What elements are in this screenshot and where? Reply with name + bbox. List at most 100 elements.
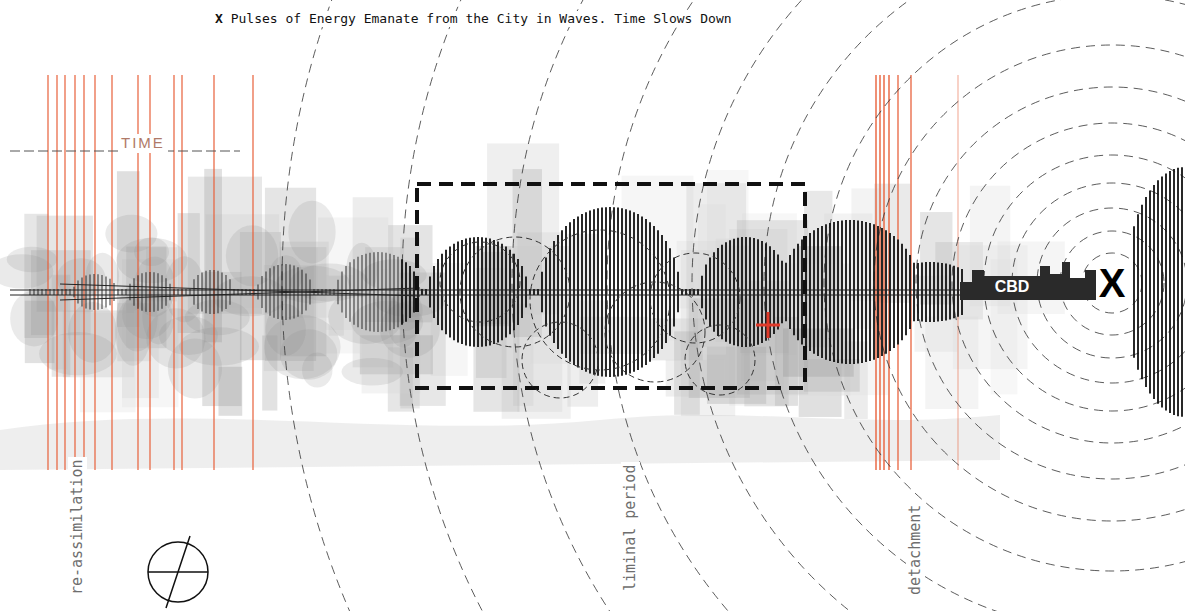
pulse-stripe (89, 274, 90, 309)
pulse-stripe (905, 249, 907, 335)
pulse-stripe (377, 252, 378, 332)
pulse-stripe (157, 273, 158, 310)
pulse-stripe (221, 272, 222, 311)
pulse-stripe (881, 228, 883, 356)
pulse-stripe (141, 273, 142, 310)
pulse-stripe (77, 281, 78, 304)
pulse-stripe (801, 240, 803, 345)
time-line (64, 75, 65, 470)
pulse-stripe (941, 263, 943, 321)
pulse-stripe (597, 208, 599, 375)
pulse-stripe (825, 224, 827, 359)
illustration-details (10, 151, 1096, 608)
pulse-stripe (513, 254, 515, 330)
pulse-stripe (897, 240, 899, 345)
pulse-stripe (921, 262, 923, 321)
pulse-stripe (525, 277, 527, 308)
pulse-stripe (677, 272, 679, 312)
tree-photo (288, 201, 335, 264)
pulse-stripe (213, 270, 214, 314)
cbd-skyline (960, 262, 1096, 300)
pulse-stripe (901, 244, 903, 340)
energy-wave (874, 45, 1185, 521)
dashed-circle (440, 242, 520, 322)
tree-photo (10, 291, 58, 347)
pulse-stripe (149, 272, 150, 312)
pulse-stripe (1133, 226, 1135, 358)
pulse-stripe (709, 257, 711, 326)
pulse-stripe (1173, 169, 1175, 415)
energy-wave (916, 87, 1185, 479)
pulse-stripe (437, 259, 439, 325)
pulse-stripe (753, 238, 755, 346)
pulse-stripe (721, 245, 723, 340)
pulse-stripe (257, 285, 258, 300)
pulse-stripe (701, 276, 703, 308)
time-line (888, 75, 889, 470)
time-lines (48, 75, 958, 470)
pulse-stripe (813, 230, 815, 353)
pulse-stripe (93, 274, 94, 310)
pulse-stripe (653, 226, 655, 358)
pulse-stripe (225, 275, 226, 309)
pulse-stripe (865, 222, 867, 362)
pulse-stripe (861, 221, 863, 363)
pulse-stripe (81, 277, 82, 306)
pulse-stripe (917, 263, 919, 321)
pulse-stripe (1169, 171, 1171, 413)
pulse-stripe (1177, 168, 1179, 416)
time-line (94, 75, 95, 470)
pulse-stripe (193, 279, 194, 304)
pulse-stripe (73, 287, 74, 298)
pulse-stripe (357, 257, 358, 327)
pulse-stripe (433, 266, 435, 318)
energy-waves (282, 0, 1185, 611)
pulse-stripe (761, 241, 763, 343)
dashed-circle (530, 230, 670, 370)
axis-line (10, 295, 980, 296)
pulse-stripe (705, 265, 707, 320)
pulse-stripe (593, 209, 595, 374)
pulse-stripe (953, 266, 955, 319)
pulse-stripe (733, 239, 735, 346)
pulse-stripe (413, 271, 415, 312)
pulse-stripe (373, 252, 374, 332)
pulse-stripe (397, 257, 398, 327)
pulse-stripe (273, 266, 274, 317)
time-line (111, 75, 112, 470)
pulse-stripe (1157, 180, 1159, 403)
pulse-stripe (553, 241, 555, 343)
pulse-stripe (585, 212, 587, 372)
pulse-stripe (877, 226, 879, 358)
pulse-stripe (637, 214, 639, 370)
pulse-stripe (909, 255, 911, 329)
tree-photo (264, 315, 341, 379)
pulse-stripe (169, 284, 170, 301)
pulse-stripe (369, 253, 370, 332)
pulse-stripe (933, 262, 935, 322)
time-line (883, 75, 884, 470)
pulse-stripe (741, 237, 743, 347)
pulse-stripe (1153, 185, 1155, 399)
time-line (957, 75, 958, 470)
pulse-stripe (565, 226, 567, 358)
time-line (83, 75, 84, 470)
pulse-stripe (749, 237, 751, 346)
pulse-stripe (217, 271, 218, 313)
pulse-stripe (549, 248, 551, 336)
pulse-stripe (401, 259, 403, 325)
pulse-stripe (785, 263, 787, 321)
pulse-stripe (777, 255, 779, 330)
building-photo (804, 359, 860, 392)
pulse-stripe (781, 261, 783, 324)
pulse-stripe (849, 220, 851, 364)
pulse-stripe (649, 222, 651, 362)
pulse-stripe (109, 279, 110, 305)
dashed-circle (605, 282, 705, 382)
tree-photo (39, 332, 117, 375)
dashed-circle (685, 325, 755, 395)
pulse-stripe (837, 221, 839, 363)
pulse-stripe (645, 219, 647, 365)
pulse-stripe (729, 240, 731, 344)
pulse-stripe (197, 275, 198, 309)
